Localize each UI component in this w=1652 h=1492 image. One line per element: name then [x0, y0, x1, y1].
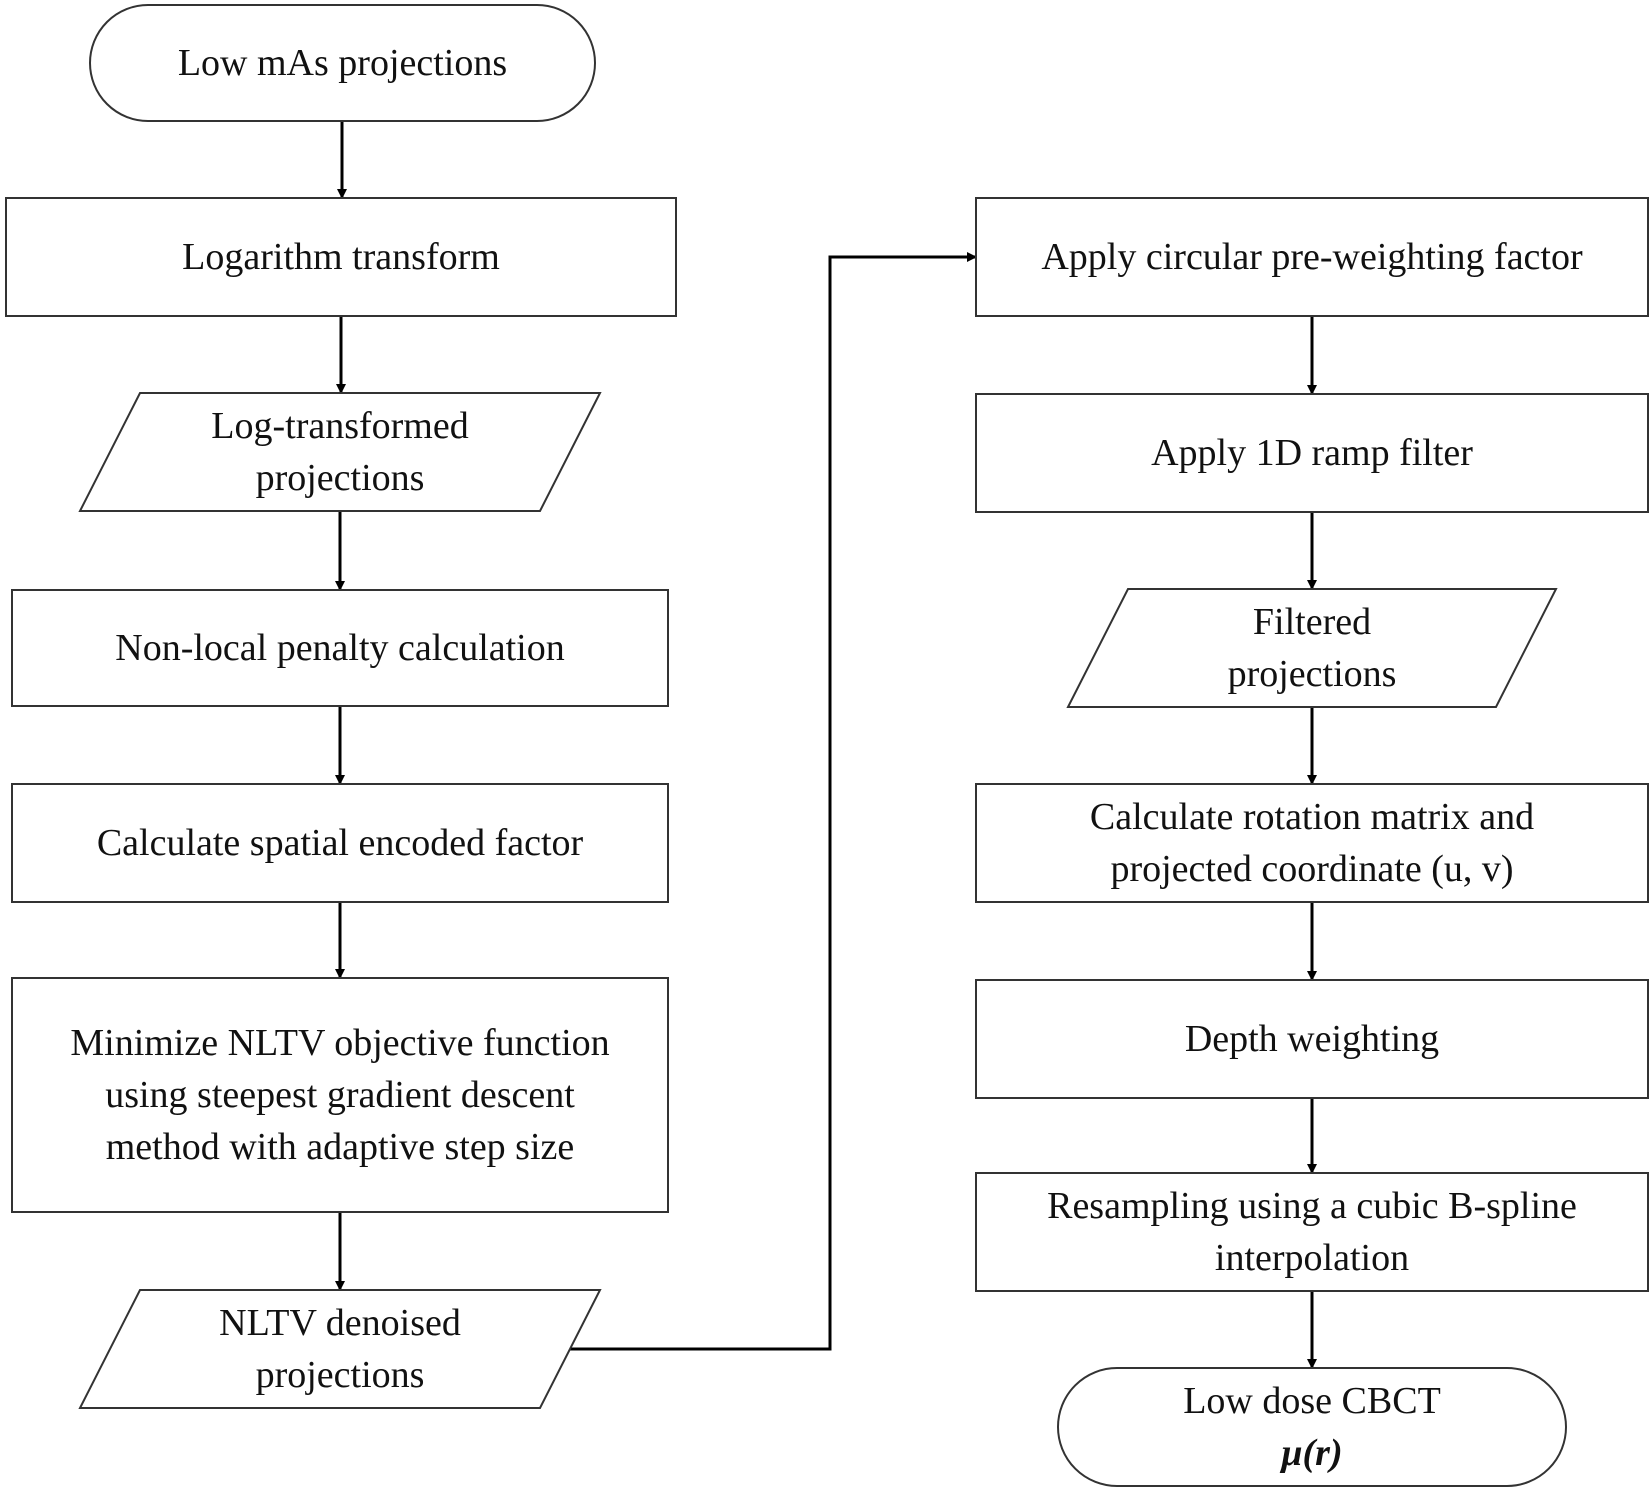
process-shape	[975, 1172, 1649, 1292]
node-label-line: projections	[1228, 653, 1397, 695]
node-non-local-penalty-calculation: Non-local penalty calculation	[11, 589, 669, 707]
node-minimize-nltv-objective: Minimize NLTV objective function using st…	[11, 977, 669, 1213]
node-label-line: Log-transformed	[211, 405, 468, 447]
node-label-line: Depth weighting	[1185, 1018, 1439, 1060]
data-shape	[78, 1289, 602, 1409]
edges	[335, 121, 1317, 1369]
node-label-line: Calculate spatial encoded factor	[97, 822, 584, 864]
terminal-shape	[89, 4, 596, 122]
node-depth-weighting: Depth weighting	[975, 979, 1649, 1099]
node-label-line: method with adaptive step size	[106, 1126, 575, 1168]
node-label-line: interpolation	[1215, 1237, 1409, 1279]
node-logarithm-transform: Logarithm transform	[5, 197, 677, 317]
node-apply-circular-pre-weighting: Apply circular pre-weighting factor	[975, 197, 1649, 317]
process-shape	[11, 977, 669, 1213]
data-shape	[78, 392, 602, 512]
node-label-line: Apply 1D ramp filter	[1151, 432, 1473, 474]
node-label-line: Logarithm transform	[182, 236, 500, 278]
node-label-line: projected coordinate (u, v)	[1110, 848, 1513, 890]
node-label-line: Apply circular pre-weighting factor	[1041, 236, 1583, 278]
process-shape	[975, 783, 1649, 903]
node-label-line: Filtered	[1253, 601, 1371, 643]
node-log-transformed-projections: Log-transformed projections	[78, 392, 602, 512]
node-label-line: Resampling using a cubic B-spline	[1047, 1185, 1577, 1227]
data-shape	[1066, 588, 1558, 708]
node-resampling-cubic-bspline: Resampling using a cubic B-spline interpo…	[975, 1172, 1649, 1292]
node-formula: μ(r)	[1279, 1432, 1342, 1474]
terminal-shape	[1057, 1367, 1567, 1487]
node-label-line: Non-local penalty calculation	[115, 627, 565, 669]
process-shape	[11, 589, 669, 707]
process-shape	[5, 197, 677, 317]
node-label-line: Low dose CBCT	[1183, 1380, 1441, 1422]
node-low-dose-cbct: Low dose CBCT μ(r)	[1057, 1367, 1567, 1487]
node-label-line: Calculate rotation matrix and	[1090, 796, 1534, 838]
process-shape	[975, 979, 1649, 1099]
node-nltv-denoised-projections: NLTV denoised projections	[78, 1289, 602, 1409]
node-label-line: Minimize NLTV objective function	[70, 1022, 609, 1064]
node-calculate-rotation-matrix: Calculate rotation matrix and projected c…	[975, 783, 1649, 903]
node-label-line: projections	[256, 457, 425, 499]
node-calculate-spatial-encoded-factor: Calculate spatial encoded factor	[11, 783, 669, 903]
node-low-mas-projections: Low mAs projections	[89, 4, 596, 122]
arrow-nltv-denoised-projections-to-apply-circular-pre-weighting	[570, 252, 977, 1351]
process-shape	[975, 393, 1649, 513]
node-label-line: projections	[256, 1354, 425, 1396]
process-shape	[975, 197, 1649, 317]
process-shape	[11, 783, 669, 903]
node-apply-1d-ramp-filter: Apply 1D ramp filter	[975, 393, 1649, 513]
node-label-line: NLTV denoised	[219, 1302, 461, 1344]
node-label-line: Low mAs projections	[178, 42, 507, 84]
node-filtered-projections: Filtered projections	[1066, 588, 1558, 708]
node-label-line: using steepest gradient descent	[105, 1074, 575, 1116]
